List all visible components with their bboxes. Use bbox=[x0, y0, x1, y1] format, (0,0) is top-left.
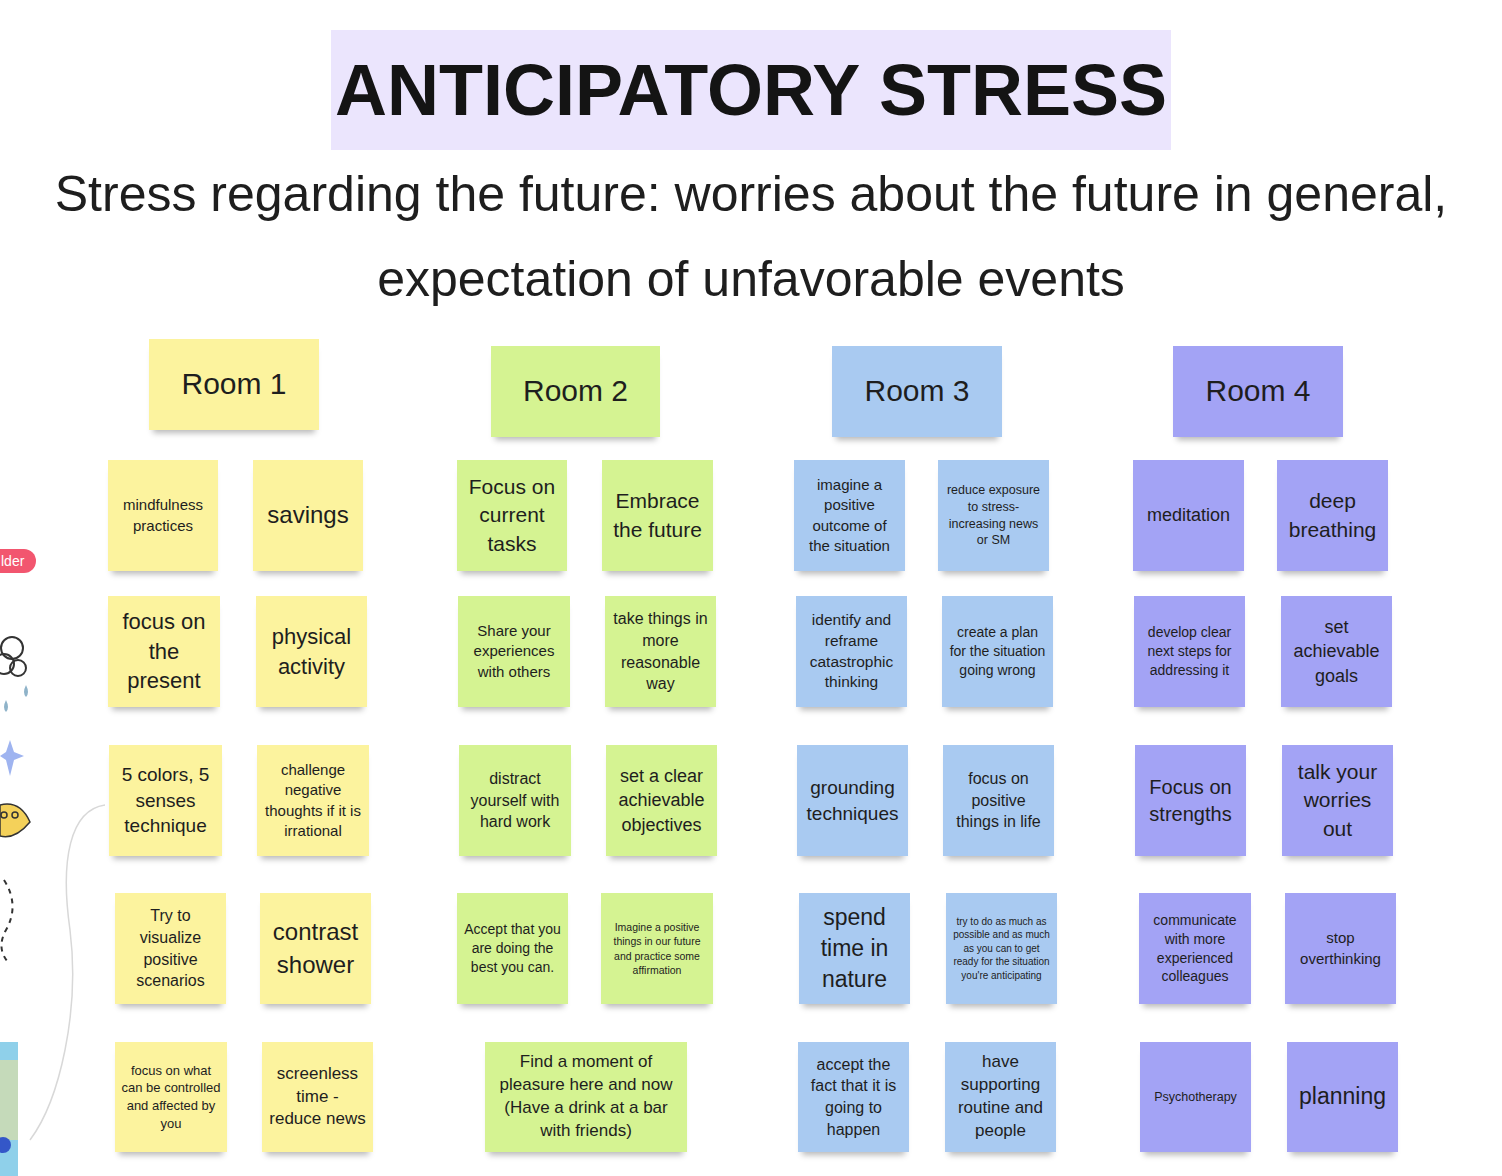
note-text: focus on positive things in life bbox=[949, 768, 1048, 833]
sticky-note: create a plan for the situation going wr… bbox=[942, 596, 1053, 707]
room-header-note: Room 4 bbox=[1173, 346, 1343, 437]
note-text: mindfulness practices bbox=[114, 495, 212, 536]
note-text: 5 colors, 5 senses technique bbox=[115, 762, 216, 839]
sticky-note: stop overthinking bbox=[1285, 893, 1396, 1004]
sticky-note: set achievable goals bbox=[1281, 596, 1392, 707]
note-text: Focus on current tasks bbox=[463, 473, 561, 558]
sticky-note: planning bbox=[1287, 1042, 1398, 1152]
note-text: set a clear achievable objectives bbox=[612, 764, 711, 837]
sticky-note: challenge negative thoughts if it is irr… bbox=[257, 745, 369, 856]
sticky-note: communicate with more experienced collea… bbox=[1139, 893, 1251, 1004]
note-text: contrast shower bbox=[266, 916, 365, 981]
note-text: stop overthinking bbox=[1291, 928, 1390, 969]
note-text: Try to visualize positive scenarios bbox=[121, 905, 220, 991]
sticky-note: spend time in nature bbox=[799, 893, 910, 1004]
note-text: accept the fact that it is going to happ… bbox=[804, 1054, 903, 1140]
sticky-note: focus on what can be controlled and affe… bbox=[115, 1042, 227, 1152]
note-text: have supporting routine and people bbox=[951, 1051, 1050, 1143]
note-text: Imagine a positive things in our future … bbox=[607, 920, 707, 977]
note-text: talk your worries out bbox=[1288, 758, 1387, 843]
note-text: focus on what can be controlled and affe… bbox=[121, 1062, 221, 1132]
note-text: Psychotherapy bbox=[1154, 1089, 1237, 1106]
note-text: focus on the present bbox=[114, 607, 214, 696]
sticky-note: meditation bbox=[1133, 460, 1244, 571]
note-text: identify and reframe catastrophic thinki… bbox=[802, 610, 901, 694]
note-text: physical activity bbox=[262, 622, 361, 681]
sticky-note: physical activity bbox=[256, 596, 367, 707]
sticky-note: Embrace the future bbox=[602, 460, 713, 571]
sticky-note: Psychotherapy bbox=[1140, 1042, 1251, 1152]
note-text: develop clear next steps for addressing … bbox=[1140, 623, 1239, 680]
note-text: meditation bbox=[1147, 503, 1230, 527]
room-title: Room 4 bbox=[1205, 371, 1310, 412]
sticky-note: Imagine a positive things in our future … bbox=[601, 893, 713, 1004]
sticky-note: grounding techniques bbox=[797, 745, 908, 856]
note-text: Share your experiences with others bbox=[464, 621, 564, 682]
sticky-note: Find a moment of pleasure here and now (… bbox=[485, 1042, 687, 1152]
note-text: planning bbox=[1299, 1081, 1386, 1112]
sticky-note: talk your worries out bbox=[1282, 745, 1393, 856]
note-text: take things in more reasonable way bbox=[611, 608, 710, 694]
sticky-note: contrast shower bbox=[260, 893, 371, 1004]
note-text: spend time in nature bbox=[805, 902, 904, 995]
sticky-note: set a clear achievable objectives bbox=[606, 745, 717, 856]
note-text: imagine a positive outcome of the situat… bbox=[800, 475, 899, 556]
room-header-note: Room 2 bbox=[491, 346, 660, 437]
sticky-note: deep breathing bbox=[1277, 460, 1388, 571]
note-text: screenless time - reduce news bbox=[268, 1063, 367, 1132]
note-text: Embrace the future bbox=[608, 487, 707, 544]
sticky-note: Try to visualize positive scenarios bbox=[115, 893, 226, 1004]
note-text: try to do as much as possible and as muc… bbox=[952, 915, 1051, 983]
note-text: distract yourself with hard work bbox=[465, 768, 565, 833]
note-text: grounding techniques bbox=[803, 775, 902, 826]
sticky-note: Focus on strengths bbox=[1135, 745, 1246, 856]
sticky-note: develop clear next steps for addressing … bbox=[1134, 596, 1245, 707]
note-text: Accept that you are doing the best you c… bbox=[463, 920, 562, 977]
sticky-note: take things in more reasonable way bbox=[605, 596, 716, 707]
room-title: Room 2 bbox=[523, 371, 628, 412]
sticky-note: mindfulness practices bbox=[108, 460, 218, 571]
sticky-note: reduce exposure to stress-increasing new… bbox=[938, 460, 1049, 571]
sticky-note: 5 colors, 5 senses technique bbox=[109, 745, 222, 856]
room-title: Room 1 bbox=[181, 364, 286, 405]
note-text: reduce exposure to stress-increasing new… bbox=[944, 482, 1043, 550]
note-text: create a plan for the situation going wr… bbox=[948, 623, 1047, 680]
title-bar: ANTICIPATORY STRESS bbox=[0, 30, 1502, 150]
note-text: deep breathing bbox=[1283, 487, 1382, 544]
room-header-note: Room 1 bbox=[149, 339, 319, 430]
edge-tag: lder bbox=[1, 551, 24, 571]
sticky-note: Share your experiences with others bbox=[458, 596, 570, 707]
sticky-note: have supporting routine and people bbox=[945, 1042, 1056, 1152]
sticky-note: screenless time - reduce news bbox=[262, 1042, 373, 1152]
title-text: ANTICIPATORY STRESS bbox=[331, 30, 1171, 150]
sticky-note: focus on positive things in life bbox=[943, 745, 1054, 856]
sticky-note: Accept that you are doing the best you c… bbox=[457, 893, 568, 1004]
sticky-note: distract yourself with hard work bbox=[459, 745, 571, 856]
note-text: set achievable goals bbox=[1287, 615, 1386, 688]
note-text: Find a moment of pleasure here and now (… bbox=[491, 1051, 681, 1143]
sticky-note: imagine a positive outcome of the situat… bbox=[794, 460, 905, 571]
note-text: savings bbox=[267, 499, 348, 531]
sticky-note: Focus on current tasks bbox=[457, 460, 567, 571]
sticky-note: focus on the present bbox=[108, 596, 220, 707]
subtitle-text: Stress regarding the future: worries abo… bbox=[30, 152, 1472, 322]
note-text: communicate with more experienced collea… bbox=[1145, 911, 1245, 987]
room-header-note: Room 3 bbox=[832, 346, 1002, 437]
room-title: Room 3 bbox=[864, 371, 969, 412]
sticky-note: savings bbox=[253, 460, 363, 571]
sticky-note: accept the fact that it is going to happ… bbox=[798, 1042, 909, 1152]
note-text: challenge negative thoughts if it is irr… bbox=[263, 760, 363, 841]
sticky-note: try to do as much as possible and as muc… bbox=[946, 893, 1057, 1004]
note-text: Focus on strengths bbox=[1141, 774, 1240, 828]
sticky-note: identify and reframe catastrophic thinki… bbox=[796, 596, 907, 707]
